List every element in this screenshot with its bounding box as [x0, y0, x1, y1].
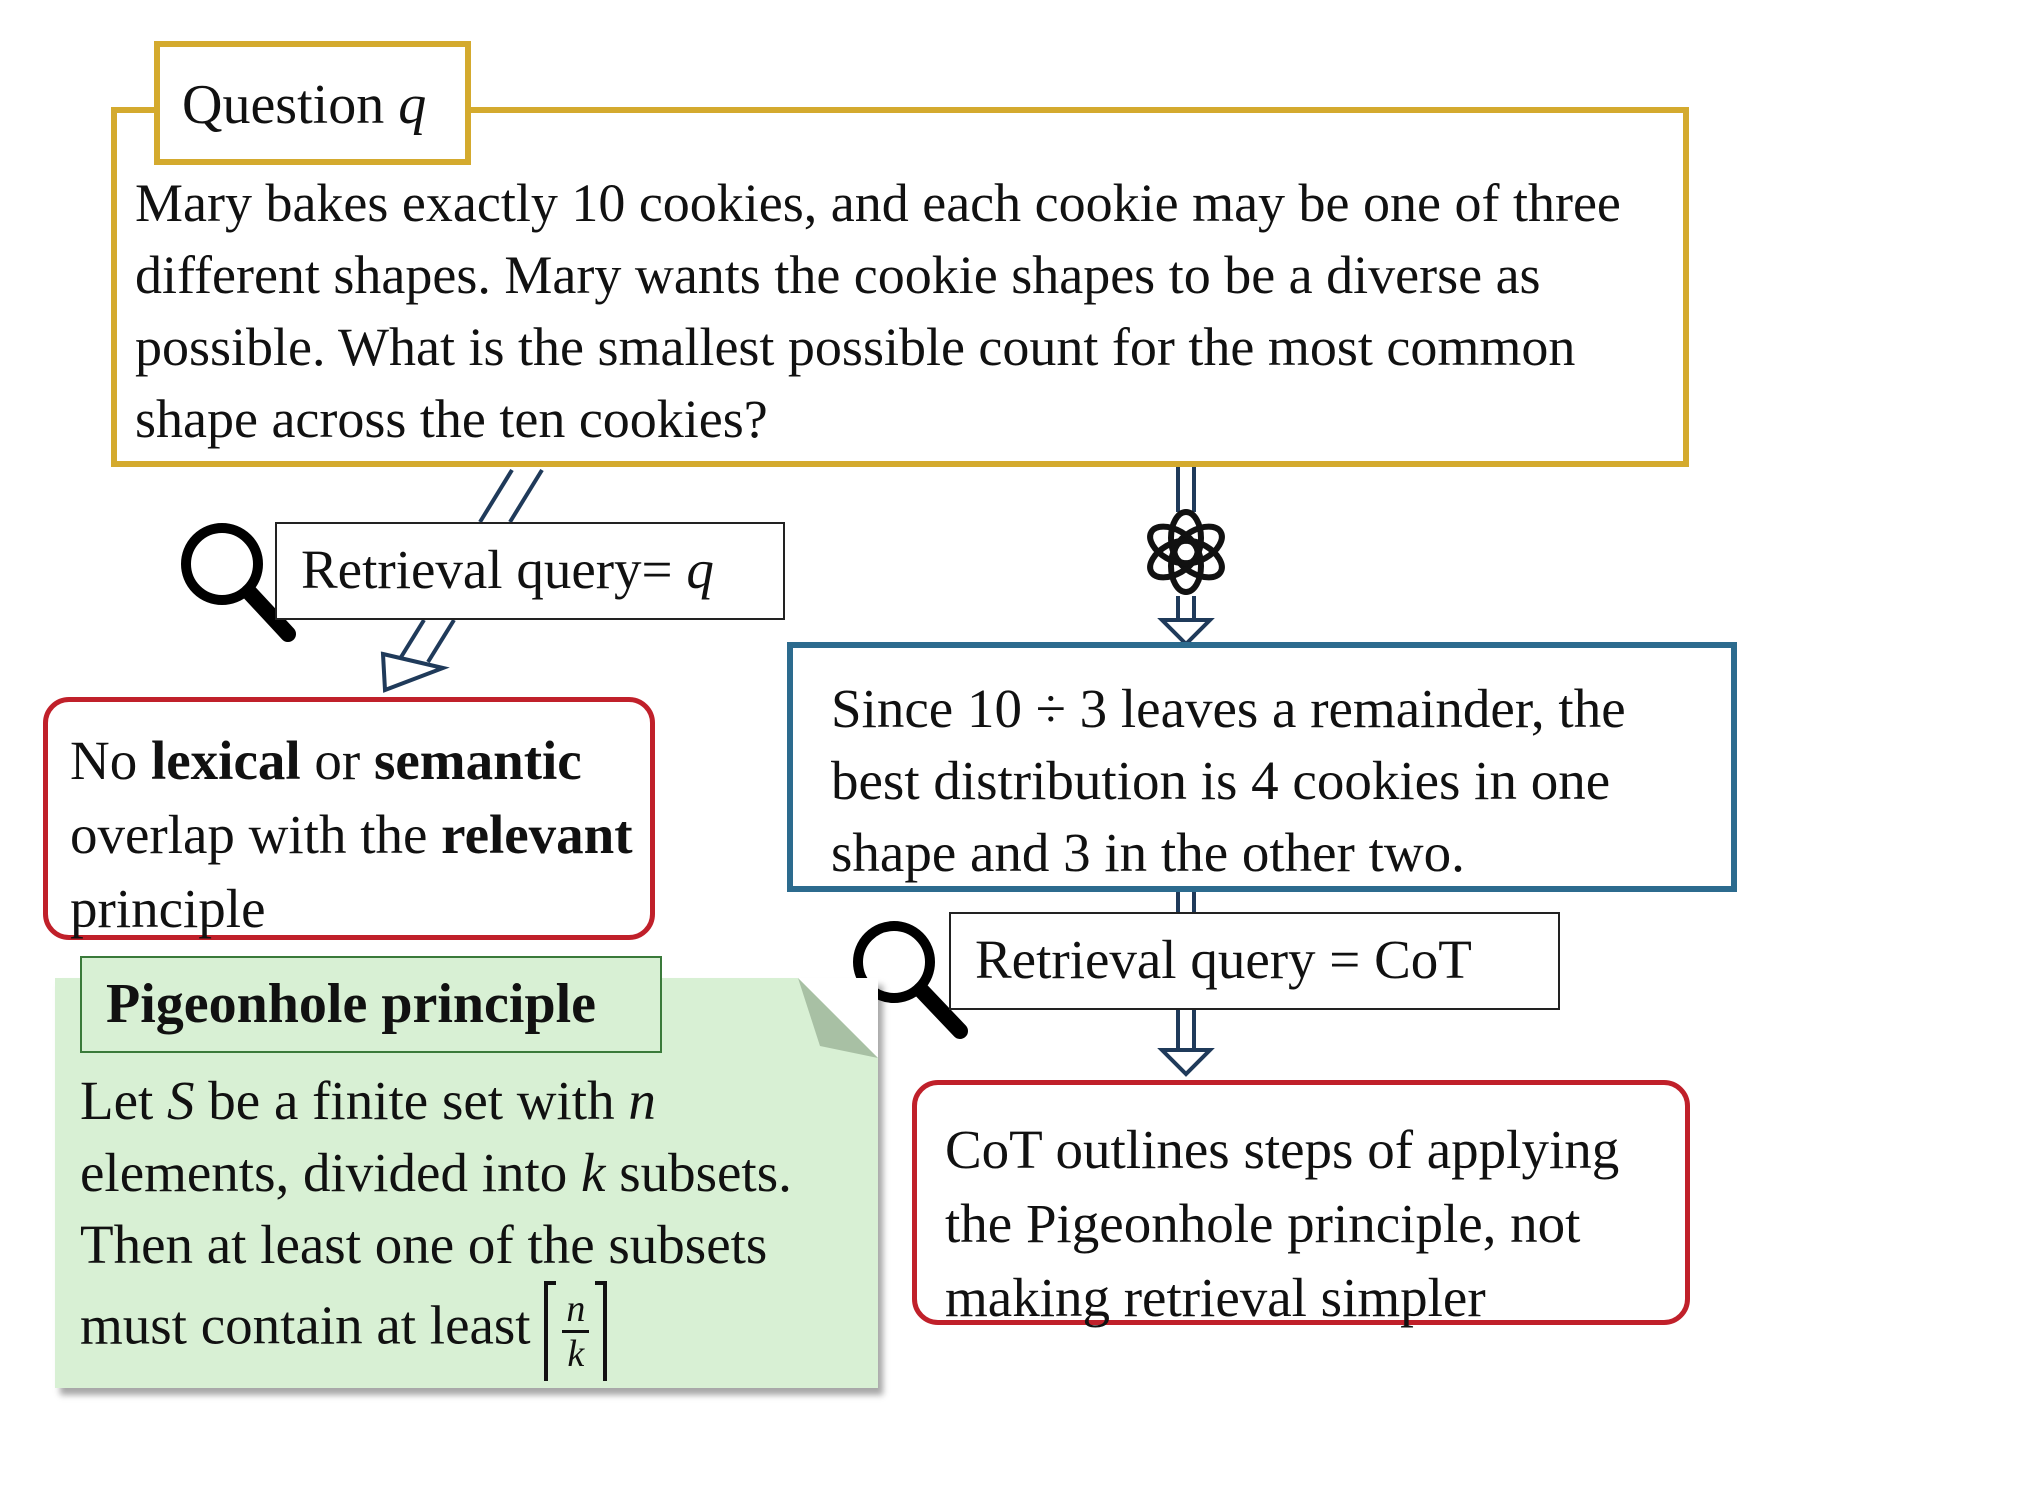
retrieval-query-q-box: Retrieval query= q [275, 522, 785, 620]
question-tab-label: Question q [182, 69, 426, 141]
no-overlap-part: overlap with the [70, 804, 442, 865]
llm-logo-icon [1147, 509, 1225, 595]
principle-title: Pigeonhole principle [106, 973, 596, 1035]
cot-box: Since 10 ÷ 3 leaves a remainder, the bes… [787, 642, 1737, 892]
ceil-right-bracket [595, 1281, 608, 1381]
relevant-bold: relevant [441, 804, 633, 865]
principle-part: be a finite set with [194, 1070, 629, 1131]
no-overlap-part: No [70, 730, 151, 791]
page-fold-icon [798, 978, 878, 1058]
no-overlap-text: No lexical or semantic overlap with the … [70, 724, 655, 946]
right-arrow-bottom [1157, 892, 1215, 1077]
no-overlap-part: or [300, 730, 374, 791]
right-arrow-top [1157, 467, 1215, 647]
var-k: k [581, 1142, 606, 1203]
fraction-denominator: k [567, 1332, 585, 1375]
var-n: n [628, 1070, 656, 1131]
no-overlap-box: No lexical or semantic overlap with the … [43, 697, 655, 940]
principle-part: subsets. Then at least one of the subset… [80, 1142, 792, 1356]
principle-part: Let [80, 1070, 168, 1131]
question-label: Question [182, 74, 385, 136]
left-arrow [380, 468, 544, 693]
question-box [111, 107, 1689, 467]
question-var: q [398, 74, 427, 136]
principle-text: Let S be a finite set with n elements, d… [80, 1065, 870, 1381]
fraction-numerator: n [562, 1288, 590, 1333]
principle-title-box: Pigeonhole principle [80, 956, 662, 1053]
no-overlap-part: principle [70, 878, 266, 939]
principle-part: elements, divided into [80, 1142, 582, 1203]
lexical-bold: lexical [150, 730, 301, 791]
var-s: S [167, 1070, 195, 1131]
cot-text: Since 10 ÷ 3 leaves a remainder, the bes… [831, 678, 1626, 883]
retrieval-query-cot-box: Retrieval query = CoT [949, 912, 1560, 1010]
retrieval-query-cot-label: Retrieval query = CoT [975, 929, 1472, 990]
retrieval-query-q-label: Retrieval query= q [301, 534, 714, 606]
search-icon [853, 921, 968, 1039]
query-q-text: Retrieval query= [301, 539, 687, 600]
ceil-left-bracket [544, 1281, 557, 1381]
question-tab: Question q [154, 41, 471, 165]
cot-result-box: CoT outlines steps of applying the Pigeo… [912, 1080, 1690, 1328]
query-q-var: q [686, 539, 714, 600]
semantic-bold: semantic [373, 730, 582, 791]
cot-result-text: CoT outlines steps of applying the Pigeo… [945, 1119, 1620, 1328]
search-icon [181, 523, 296, 642]
question-text: Mary bakes exactly 10 cookies, and each … [135, 173, 1621, 449]
